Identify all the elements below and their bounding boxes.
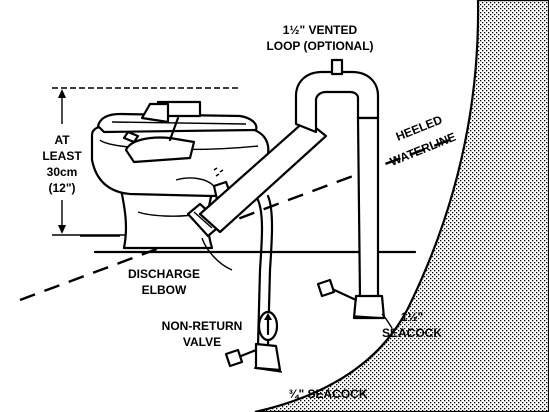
- non-return-valve-label-2: VALVE: [183, 335, 221, 349]
- discharge-elbow-label-2: ELBOW: [142, 283, 187, 297]
- large-seacock: [316, 278, 386, 320]
- height-label-4: (12"): [48, 181, 75, 195]
- height-label-3: 30cm: [47, 165, 78, 179]
- non-return-valve-label-1: NON-RETURN: [162, 319, 243, 333]
- discharge-elbow-label-1: DISCHARGE: [128, 267, 200, 281]
- large-seacock-label-2: SEACOCK: [382, 326, 442, 340]
- height-label-2: LEAST: [42, 149, 82, 163]
- height-label-1: AT: [54, 133, 70, 147]
- toilet: [90, 100, 270, 250]
- vented-loop-label-1: 1½" VENTED: [283, 23, 358, 37]
- small-seacock-label: ¾" SEACOCK: [288, 387, 367, 401]
- vented-loop-label-2: LOOP (OPTIONAL): [266, 39, 373, 53]
- hull-section: [254, 0, 549, 412]
- non-return-valve: [257, 310, 279, 342]
- small-seacock: [224, 342, 283, 373]
- seacock-leader: [381, 313, 393, 329]
- height-dimension: [52, 87, 240, 236]
- large-seacock-label-1: 1½": [401, 310, 423, 324]
- discharge-leader: [201, 237, 233, 271]
- intake-hose: [266, 194, 274, 347]
- vented-loop-hose: [198, 58, 380, 300]
